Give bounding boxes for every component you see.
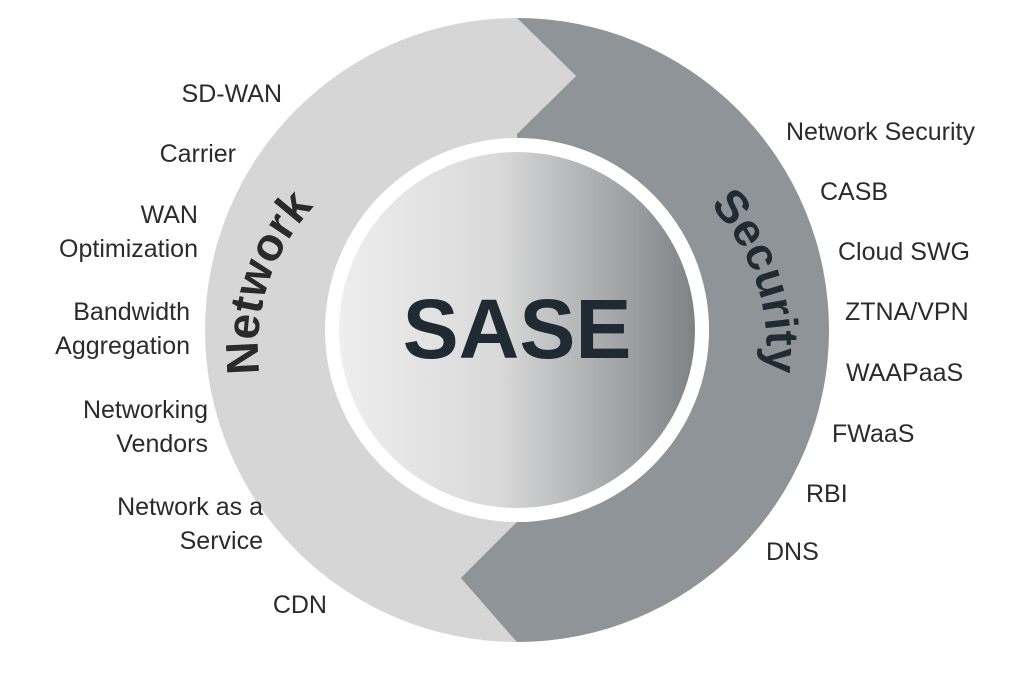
network-item-line: Vendors xyxy=(116,430,208,458)
security-ring xyxy=(461,18,829,642)
security-item-line: FWaaS xyxy=(832,420,915,448)
network-item-cdn: CDN xyxy=(273,588,327,622)
network-item-line: Network as a xyxy=(117,493,263,521)
network-item-network-as-a-service: Network as a Service xyxy=(117,490,263,558)
security-item-dns: DNS xyxy=(766,535,819,569)
network-item-line: Aggregation xyxy=(55,332,190,360)
network-item-wan-optimization: WAN Optimization xyxy=(59,198,198,266)
network-item-sd-wan: SD-WAN xyxy=(182,77,282,111)
network-item-line: Networking xyxy=(82,396,208,424)
network-arrow-head xyxy=(517,18,576,134)
security-item-line: Cloud SWG xyxy=(838,238,970,266)
network-item-line: Optimization xyxy=(59,235,198,263)
network-item-line: Service xyxy=(179,527,263,555)
network-item-line: CDN xyxy=(272,591,327,619)
security-item-line: CASB xyxy=(820,178,889,206)
security-item-waapaas: WAAPaaS xyxy=(846,356,963,390)
network-item-line: Bandwidth xyxy=(73,298,190,326)
network-item-line: Carrier xyxy=(159,140,236,168)
security-item-casb: CASB xyxy=(820,175,888,209)
security-item-fwaas: FWaaS xyxy=(832,417,914,451)
center-title: SASE xyxy=(403,282,632,376)
security-item-line: RBI xyxy=(806,480,848,508)
network-item-networking-vendors: Networking Vendors xyxy=(83,393,208,461)
center-disc xyxy=(339,152,695,508)
security-item-rbi: RBI xyxy=(806,477,848,511)
security-item-line: WAAPaaS xyxy=(846,359,964,387)
security-arrow-head xyxy=(461,522,517,642)
security-item-ztna-vpn: ZTNA/VPN xyxy=(845,295,969,329)
network-item-bandwidth-aggregation: Bandwidth Aggregation xyxy=(55,295,190,363)
network-item-carrier: Carrier xyxy=(160,137,236,171)
security-item-cloud-swg: Cloud SWG xyxy=(838,235,970,269)
security-item-line: ZTNA/VPN xyxy=(845,298,969,326)
security-item-network-security: Network Security xyxy=(786,115,975,149)
security-item-line: Network Security xyxy=(786,118,975,146)
network-item-line: SD-WAN xyxy=(181,80,282,108)
network-item-line: WAN xyxy=(140,201,198,229)
security-item-line: DNS xyxy=(766,538,819,566)
